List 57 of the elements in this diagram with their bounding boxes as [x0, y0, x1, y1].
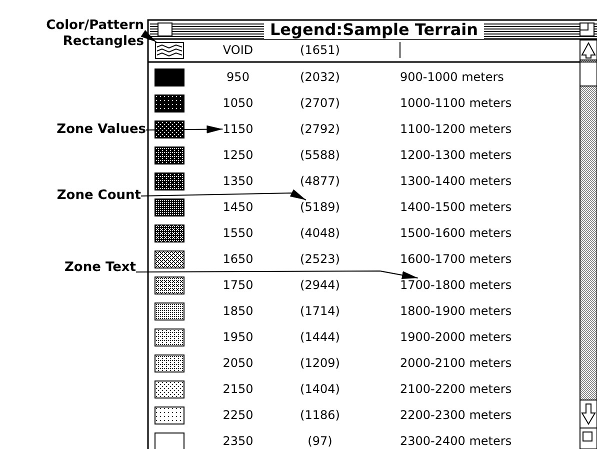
zone-count: (1651) [300, 43, 340, 57]
zone-text: 2100-2200 meters [400, 382, 512, 396]
zone-text: 2000-2100 meters [400, 356, 512, 370]
callout-label: Zone Values [20, 122, 146, 138]
zone-value: 2150 [222, 382, 254, 396]
zone-text: 1200-1300 meters [400, 148, 512, 162]
zone-count: (1209) [300, 356, 340, 370]
zone-value: 1450 [222, 200, 254, 214]
zone-text: 1000-1100 meters [400, 96, 512, 110]
zone-text: 1500-1600 meters [400, 226, 512, 240]
zone-value: 1850 [222, 304, 254, 318]
zone-count: (4877) [300, 174, 340, 188]
zone-text: 1800-1900 meters [400, 304, 512, 318]
zone-value: 1650 [222, 252, 254, 266]
zone-count: (1186) [300, 408, 340, 422]
arrow [140, 189, 306, 200]
zone-value: 1950 [222, 330, 254, 344]
zone-text: 900-1000 meters [400, 70, 504, 84]
zone-value: 2050 [222, 356, 254, 370]
zone-text: 2300-2400 meters [400, 434, 512, 448]
zone-count: (1444) [300, 330, 340, 344]
zone-value: 1750 [222, 278, 254, 292]
zone-count: (2032) [300, 70, 340, 84]
zone-value: 1150 [222, 122, 254, 136]
zone-count: (97) [308, 434, 332, 448]
zone-count: (2792) [300, 122, 340, 136]
arrow [140, 30, 157, 42]
callout-label: Zone Count [20, 188, 141, 204]
zone-text: 1700-1800 meters [400, 278, 512, 292]
pattern-swatch [155, 42, 184, 59]
zone-count: (2523) [300, 252, 340, 266]
zone-count: (1404) [300, 382, 340, 396]
zone-count: (1714) [300, 304, 340, 318]
zone-text: 1900-2000 meters [400, 330, 512, 344]
callout-label: Zone Text [20, 260, 136, 276]
zone-value: 1350 [222, 174, 254, 188]
zone-count: (5588) [300, 148, 340, 162]
zone-text: 1100-1200 meters [400, 122, 512, 136]
zone-count: (5189) [300, 200, 340, 214]
zone-count: (4048) [300, 226, 340, 240]
window-title: Legend:Sample Terrain [264, 21, 484, 39]
callout-label: Color/Pattern Rectangles [2, 18, 144, 50]
arrow [146, 125, 224, 134]
zone-value: 1250 [222, 148, 254, 162]
zone-value: 2250 [222, 408, 254, 422]
zone-value: 2350 [222, 434, 254, 448]
zone-value: 950 [226, 70, 250, 84]
zone-value: VOID [222, 43, 254, 57]
zone-count: (2944) [300, 278, 340, 292]
zone-text: 1400-1500 meters [400, 200, 512, 214]
zone-value: 1550 [222, 226, 254, 240]
zone-text: 1600-1700 meters [400, 252, 512, 266]
arrow [136, 270, 418, 280]
zone-count: (2707) [300, 96, 340, 110]
zone-text: 1300-1400 meters [400, 174, 512, 188]
zone-value: 1050 [222, 96, 254, 110]
zone-text: 2200-2300 meters [400, 408, 512, 422]
